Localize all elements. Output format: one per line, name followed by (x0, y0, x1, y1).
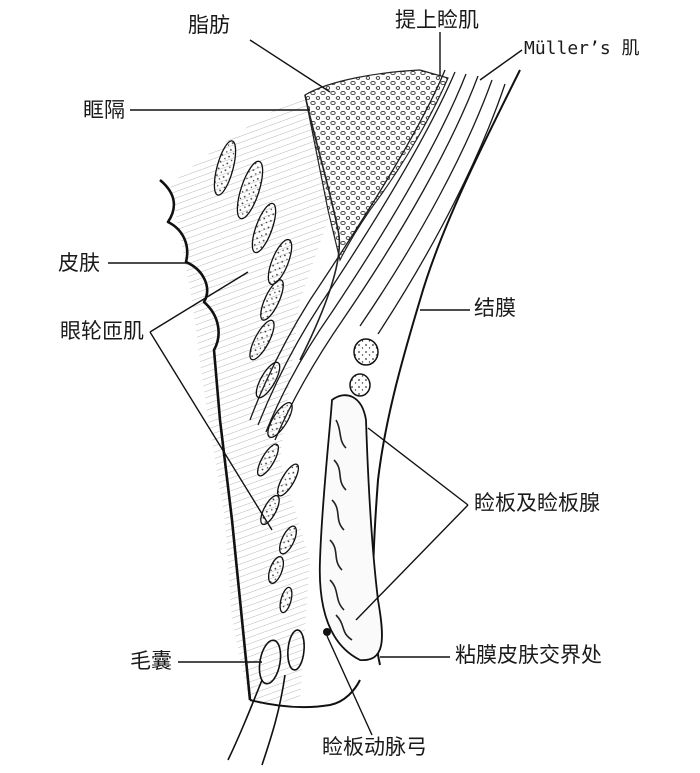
label-arcade: 睑板动脉弓 (322, 735, 427, 759)
leader-lines (108, 32, 523, 736)
soft-tissue-region (170, 95, 335, 705)
leader-tarsus-a (367, 427, 469, 506)
accessory-gland (349, 373, 371, 397)
accessory-gland (353, 338, 379, 366)
leader-tarsus-b (355, 504, 469, 621)
label-conjunctiva: 结膜 (474, 296, 516, 320)
tarsal-plate (318, 394, 383, 661)
label-junction: 粘膜皮肤交界处 (455, 643, 602, 667)
skin-outline (159, 179, 252, 701)
leader-arcade (326, 635, 373, 736)
lid-margin (249, 679, 361, 709)
leader-muller (479, 49, 523, 81)
meibomian-glands (329, 419, 353, 641)
label-levator: 提上睑肌 (395, 8, 479, 32)
label-follicle: 毛囊 (130, 649, 172, 673)
leader-orbicularis-a (149, 271, 249, 333)
label-tarsus: 睑板及睑板腺 (474, 491, 600, 515)
leader-orbicularis-b (149, 331, 273, 531)
label-fat: 脂肪 (188, 13, 230, 37)
orbicularis-bundles (213, 140, 300, 614)
orbital-septum (299, 94, 341, 361)
marginal-arcade-dot (323, 628, 331, 636)
label-septum: 眶隔 (83, 98, 125, 122)
label-skin: 皮肤 (58, 251, 100, 275)
leader-fat (249, 39, 331, 93)
label-orbicularis: 眼轮匝肌 (60, 319, 144, 343)
hair-follicle (227, 629, 305, 766)
fat-pad (304, 69, 449, 262)
label-muller: Müller’s 肌 (524, 38, 640, 59)
